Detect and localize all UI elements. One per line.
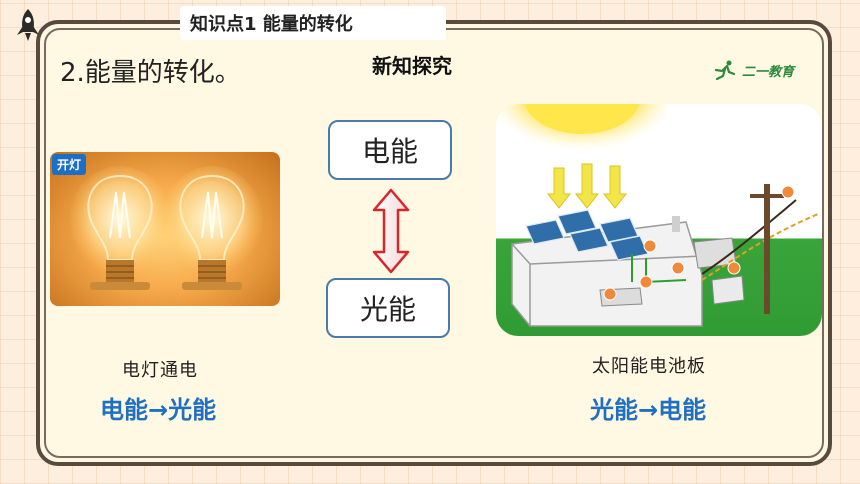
bulb-caption: 电灯通电: [122, 360, 198, 381]
solar-conversion: 光能→电能: [590, 396, 707, 424]
runner-icon: [714, 60, 736, 80]
bulb-conversion: 电能→光能: [100, 396, 217, 424]
brand-logo: 二一教育: [712, 60, 794, 80]
light-on-badge: 开灯: [52, 154, 87, 175]
light-energy-box: 光能: [326, 278, 450, 338]
solar-system-diagram: [496, 104, 819, 327]
double-arrow-icon: [372, 188, 410, 274]
rocket-icon: [17, 9, 39, 41]
electric-energy-box: 电能: [328, 120, 452, 180]
solar-panel-illustration: [496, 104, 822, 336]
logo-text: 二一教育: [742, 64, 795, 80]
section-subtitle: 新知探究: [372, 54, 452, 78]
light-bulb-photo: [50, 152, 280, 306]
section-tab: 知识点1 能量的转化: [180, 6, 446, 40]
light-bulbs-illustration: [68, 166, 264, 290]
page-title: 2.能量的转化。: [60, 58, 241, 88]
solar-caption: 太阳能电池板: [592, 356, 706, 377]
